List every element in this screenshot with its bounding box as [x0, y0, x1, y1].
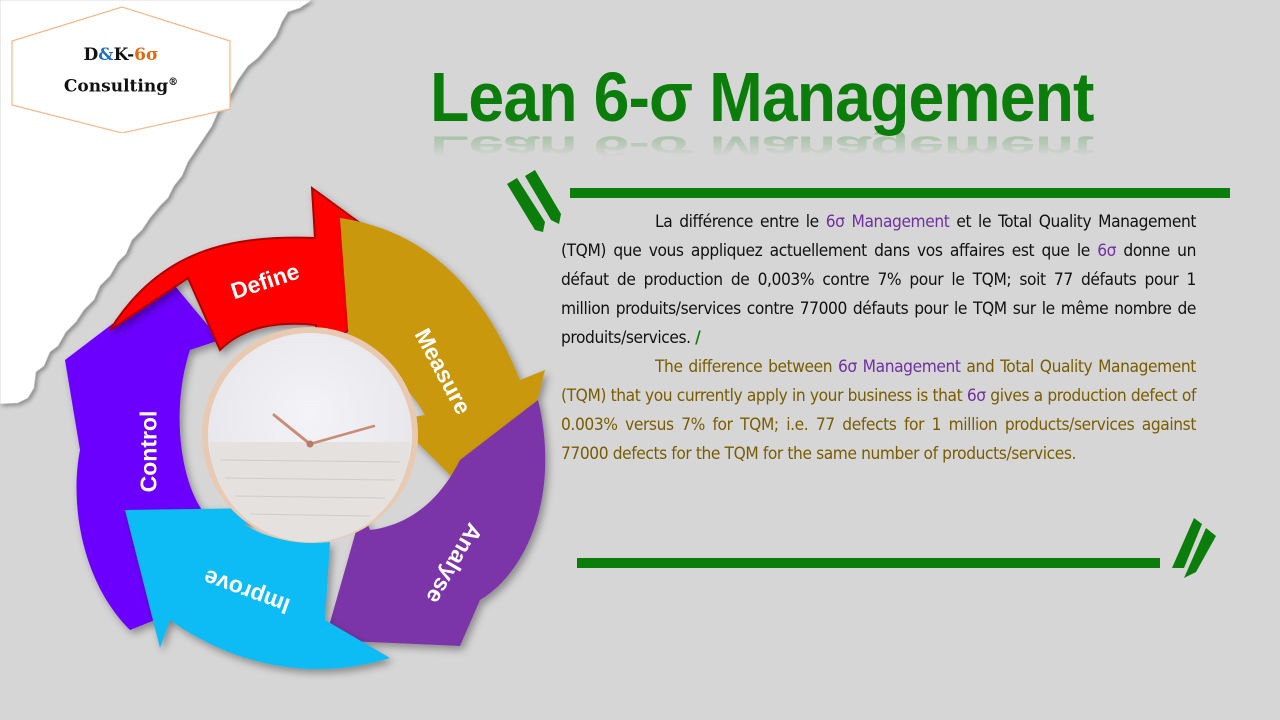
clock-icon [202, 327, 418, 543]
page-title: Lean 6-σ Management Lean 6-σ Management [430, 58, 1200, 165]
page-title-reflection: Lean 6-σ Management [430, 129, 1094, 165]
open-quote-icon [507, 170, 561, 232]
hexagon-frame [11, 6, 231, 133]
logo-line-2: Consulting® [63, 76, 179, 97]
paragraph-french: La différence entre le 6σ Management et … [561, 212, 1197, 348]
top-divider [570, 188, 1230, 198]
step-control-label: Control [135, 410, 162, 493]
logo-line-1: D&K-6σ [83, 45, 159, 65]
close-quote-icon [1172, 518, 1216, 578]
company-logo: D&K-6σ Consulting® [10, 5, 232, 133]
improve-arrow [125, 508, 390, 670]
analyse-arrow [325, 400, 546, 646]
description-text: La différence entre le 6σ Management et … [561, 208, 1196, 469]
dmaic-cycle-diagram: Define Measure Analyse Improve Control [60, 180, 560, 680]
paragraph-english: The difference between 6σ Management and… [561, 357, 1197, 464]
bottom-divider [577, 558, 1160, 568]
page-title-text: Lean 6-σ Management [430, 58, 1094, 136]
